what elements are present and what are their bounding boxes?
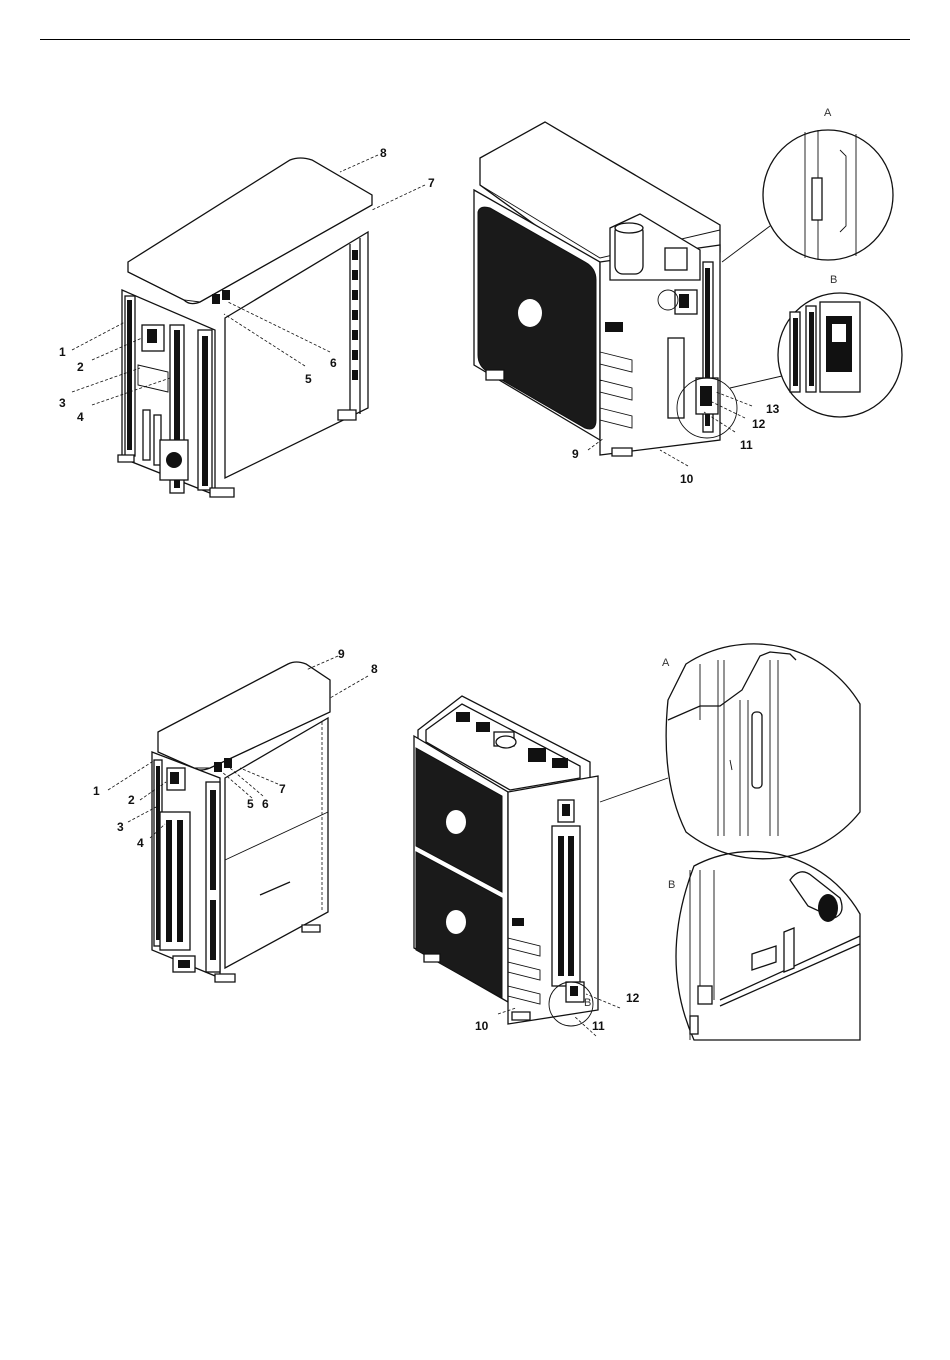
label-8: 8 xyxy=(380,146,387,160)
label-6: 6 xyxy=(330,356,337,370)
bottom-detail-a: A xyxy=(600,644,860,859)
label-11: 11 xyxy=(592,1019,605,1033)
label-10: 10 xyxy=(475,1019,489,1033)
bottom-left-outdoor-unit xyxy=(152,662,330,982)
label-1: 1 xyxy=(93,784,100,798)
label-2: 2 xyxy=(77,360,84,374)
label-8: 8 xyxy=(371,662,378,676)
label-2: 2 xyxy=(128,793,135,807)
bottom-detail-a-caption: A xyxy=(662,657,670,669)
bottom-detail-b-caption: B xyxy=(668,879,675,891)
top-detail-a: A xyxy=(722,107,893,262)
bottom-right-outdoor-unit xyxy=(414,696,598,1024)
top-right-outdoor-unit xyxy=(474,122,720,456)
label-11: 11 xyxy=(740,438,753,452)
label-9: 9 xyxy=(338,647,345,661)
label-12: 12 xyxy=(752,417,766,431)
label-12: 12 xyxy=(626,991,640,1005)
bottom-circle-b-mark: B xyxy=(584,997,591,1009)
detail-a-caption: A xyxy=(824,107,832,119)
label-7: 7 xyxy=(279,782,286,796)
label-7: 7 xyxy=(428,176,435,190)
label-3: 3 xyxy=(117,820,124,834)
label-10: 10 xyxy=(680,472,694,486)
top-detail-b: B xyxy=(730,274,902,417)
label-9: 9 xyxy=(572,447,579,461)
bottom-detail-b: B xyxy=(668,851,860,1040)
label-5: 5 xyxy=(305,372,312,386)
label-5: 5 xyxy=(247,797,254,811)
label-1: 1 xyxy=(59,345,66,359)
label-13: 13 xyxy=(766,402,780,416)
label-6: 6 xyxy=(262,797,269,811)
label-3: 3 xyxy=(59,396,66,410)
label-4: 4 xyxy=(77,410,84,424)
label-4: 4 xyxy=(137,836,144,850)
detail-b-caption: B xyxy=(830,274,837,286)
